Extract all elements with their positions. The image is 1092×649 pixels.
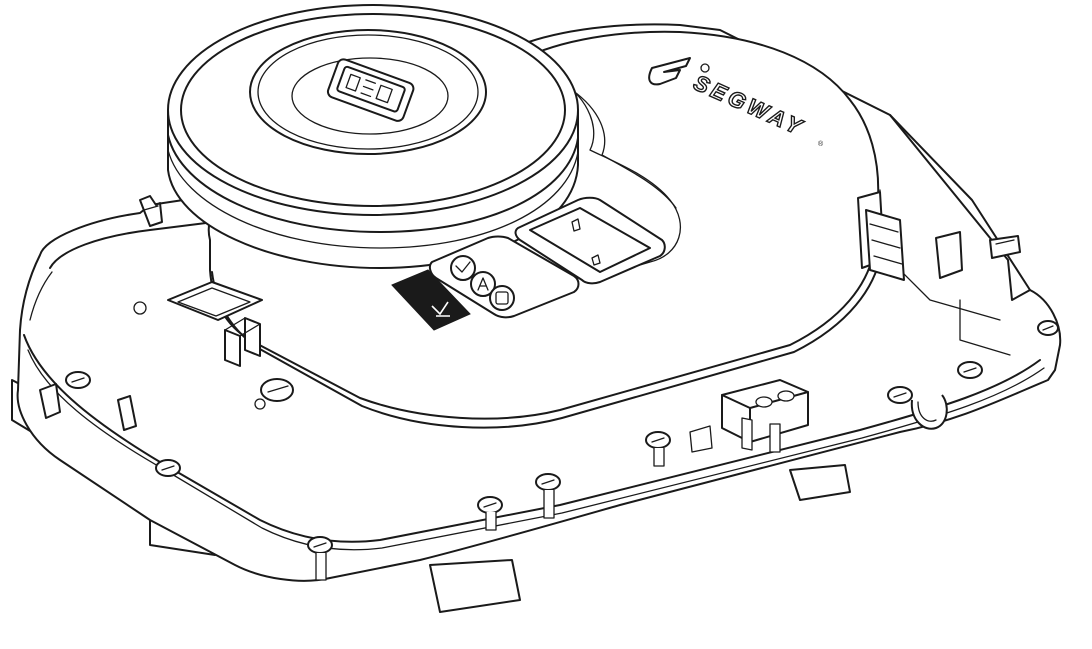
screw-icon: [65, 371, 91, 389]
segway-swoosh-icon: [648, 57, 710, 86]
registered-mark: ®: [818, 140, 824, 148]
screw-bosses: [65, 320, 1059, 581]
round-lid: [167, 4, 579, 269]
status-icon-2: [470, 271, 496, 297]
front-connector: [689, 379, 809, 453]
left-corner-clip: [139, 195, 163, 227]
screw-icon: [477, 496, 503, 531]
deck-details: [133, 281, 294, 410]
status-icon-3: [489, 285, 515, 311]
screw-icon: [1037, 320, 1059, 336]
screw-icon: [307, 536, 333, 581]
screw-icon: [155, 459, 181, 477]
status-icon-1: [450, 255, 476, 281]
screw-icon: [957, 361, 983, 379]
clip-icon: [224, 317, 261, 367]
control-panel: [391, 196, 666, 331]
label-sticker-icon: [391, 269, 471, 331]
right-connectors: [857, 191, 1021, 281]
screw-icon: [645, 431, 671, 467]
side-hook: [910, 394, 948, 430]
screw-icon: [535, 473, 561, 519]
lid-badge-icon: [326, 58, 415, 122]
screw-icon: [260, 378, 294, 402]
screw-icon: [887, 386, 913, 404]
front-left-tabs: [39, 383, 137, 431]
